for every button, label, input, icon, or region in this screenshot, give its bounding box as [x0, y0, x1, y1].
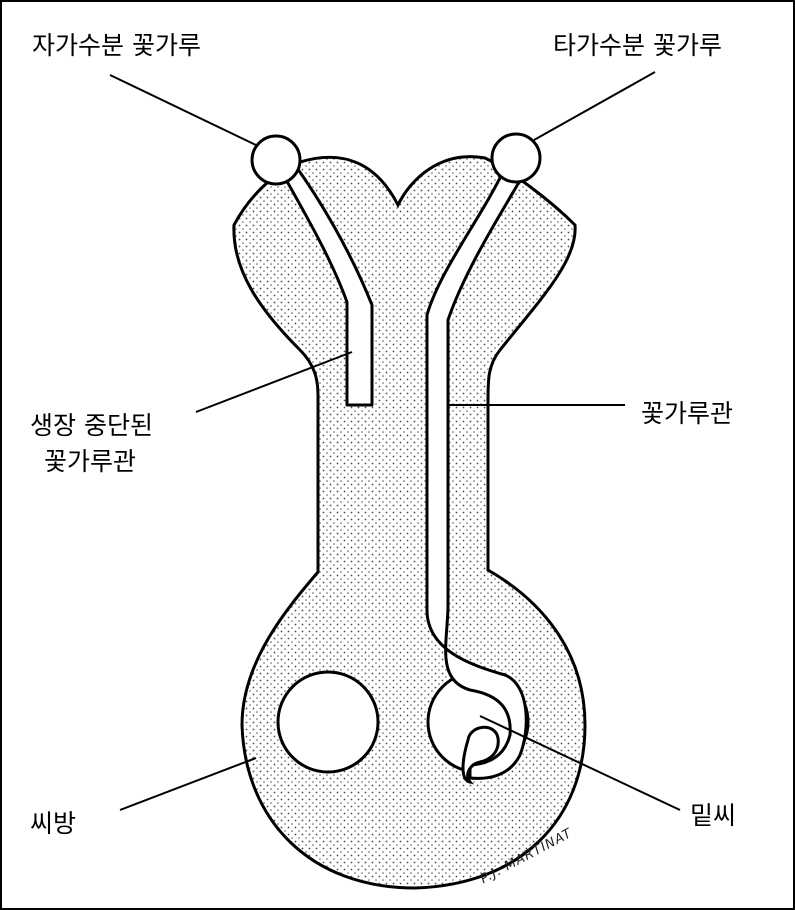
arrested-pollen-tube [273, 159, 374, 407]
label-arrested-tube-line2: 꽃가루관 [44, 447, 137, 476]
cross-pollen-grain [490, 132, 542, 184]
leader-self-pollen [109, 74, 259, 147]
leader-ovary [119, 757, 257, 811]
label-pollen-tube: 꽃가루관 [641, 399, 734, 428]
pistil-body [232, 155, 587, 890]
tube-tip [461, 725, 500, 785]
leader-cross-pollen [533, 71, 656, 141]
label-arrested-tube-line1: 생장 중단된 [30, 411, 153, 440]
label-self-pollen: 자가수분 꽃가루 [32, 31, 201, 60]
self-pollen-grain [250, 134, 302, 186]
pollen-tube [425, 167, 528, 780]
label-ovary: 씨방 [30, 809, 77, 838]
leader-arrested-tube [195, 351, 353, 413]
label-cross-pollen: 타가수분 꽃가루 [553, 31, 722, 60]
leader-ovule [479, 715, 681, 811]
ovule-left [276, 670, 380, 774]
label-ovule: 밑씨 [690, 801, 737, 830]
